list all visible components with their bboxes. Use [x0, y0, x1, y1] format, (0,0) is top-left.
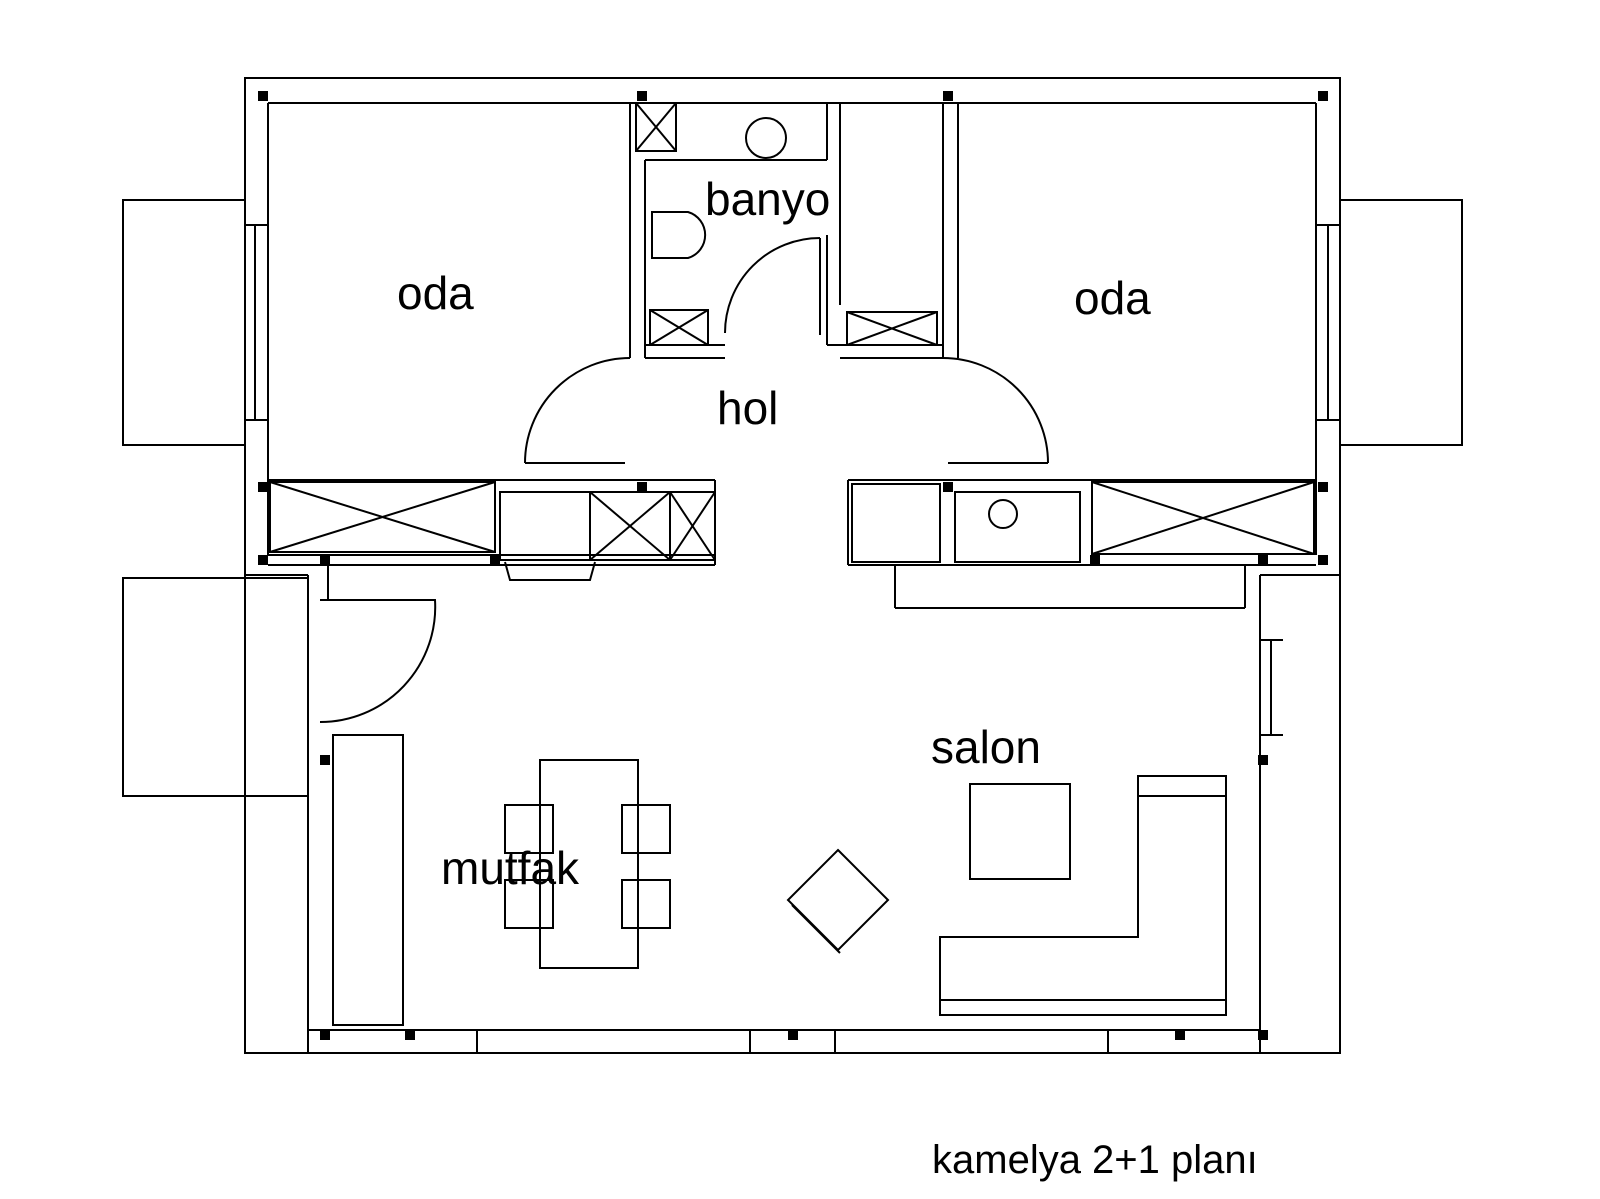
outer-walls: [245, 78, 1340, 1053]
plan-caption: kamelya 2+1 planı: [932, 1138, 1258, 1182]
furniture: [333, 735, 1226, 1025]
bathroom-fixtures: [652, 118, 786, 258]
balconies: [123, 200, 1462, 796]
doors: [320, 238, 1048, 722]
room-label-banyo: banyo: [705, 173, 831, 225]
room-label-oda-left: oda: [397, 267, 474, 319]
room-label-oda-right: oda: [1074, 272, 1151, 324]
cabinets: [270, 103, 1314, 580]
columns: [258, 91, 1328, 1040]
room-label-salon: salon: [931, 721, 1041, 773]
room-label-mutfak: mutfak: [441, 842, 580, 894]
room-label-hol: hol: [717, 382, 779, 434]
